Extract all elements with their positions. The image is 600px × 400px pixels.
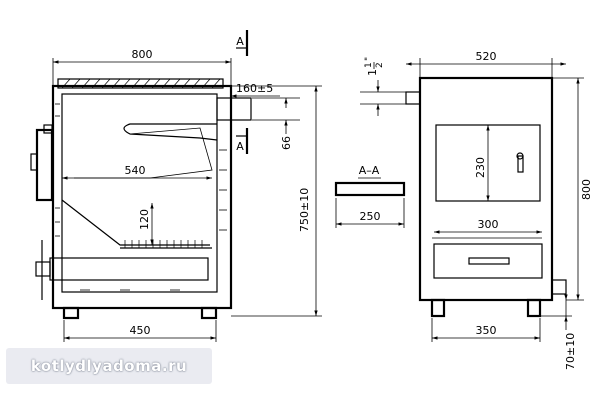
ash-drawer [49, 257, 209, 281]
svg-text:1: 1 [364, 62, 374, 68]
dim-side-width: 800 [132, 48, 153, 61]
side-inner-wall [61, 93, 218, 293]
dim-outlet-height: 160±5 [236, 82, 273, 95]
side-view: 800 A A 160±5 66 750±10 540 120 450 [30, 30, 322, 342]
dim-ash-door-width: 300 [478, 218, 499, 231]
front-leg-left [430, 298, 446, 318]
dim-leg-height: 70±10 [564, 333, 577, 370]
section-mark-top: A [236, 35, 244, 48]
front-leg-right [526, 298, 542, 318]
door-hinge [43, 124, 53, 134]
dim-outlet-offset: 66 [280, 136, 293, 150]
top-plate-hatch [61, 78, 221, 89]
door-handle [30, 153, 38, 171]
dim-base-width: 450 [130, 324, 151, 337]
bottom-pipe [551, 279, 567, 295]
fire-door [35, 128, 54, 202]
front-body-outline [418, 76, 554, 302]
section-mark-bottom: A [236, 140, 244, 153]
dim-grate-height: 120 [138, 209, 151, 230]
dim-door-height: 230 [474, 157, 487, 178]
section-profile [334, 181, 406, 197]
ash-door-front [433, 243, 543, 279]
svg-text:2: 2 [375, 62, 385, 68]
dim-inner-width: 540 [125, 164, 146, 177]
ash-door-handle [468, 257, 510, 265]
watermark: kotlydlyadoma.ru [6, 348, 212, 384]
lower-slope [61, 199, 210, 246]
top-pipe [405, 91, 421, 105]
dim-total-height: 750±10 [298, 188, 311, 232]
grate-bars [124, 240, 203, 248]
top-plate [57, 78, 224, 89]
leg-right [200, 306, 218, 320]
flue-outlet [216, 97, 252, 121]
front-view: 520 1 1 2 " 230 300 800 350 [360, 50, 593, 370]
dim-front-width: 520 [476, 50, 497, 63]
section-title: A–A [359, 164, 380, 177]
section-a-a: A–A 250 [334, 164, 406, 228]
dim-front-height: 800 [580, 179, 593, 200]
svg-text:1: 1 [366, 69, 379, 76]
ash-drawer-handle [35, 261, 51, 277]
dim-section-width: 250 [360, 210, 381, 223]
side-body-outline [51, 84, 233, 310]
leg-left [62, 306, 80, 320]
upper-baffle [123, 123, 218, 141]
water-jacket-marks [55, 103, 227, 291]
dim-leg-spacing: 350 [476, 324, 497, 337]
dim-pipe-size: 1 1 2 " [364, 57, 385, 76]
svg-text:": " [364, 57, 374, 61]
door-latch [517, 155, 524, 173]
